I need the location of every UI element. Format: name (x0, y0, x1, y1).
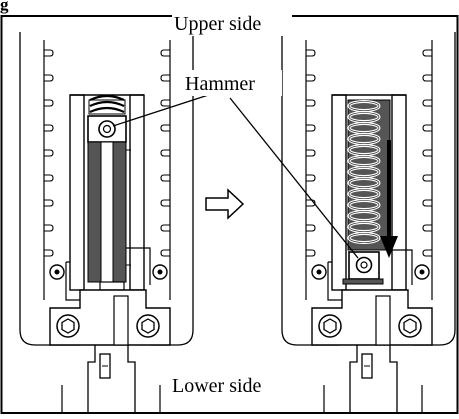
scale-tick (306, 249, 316, 257)
scale-tick (306, 99, 316, 107)
transition-arrow-icon (205, 188, 245, 220)
inner-frame-left (331, 94, 347, 291)
scale-ticks-left (306, 49, 316, 257)
bolt-left-icon (318, 314, 342, 338)
housing-outline-left (19, 32, 80, 346)
connector-bottom (61, 345, 161, 414)
scale-tick (160, 74, 170, 82)
scale-ticks-left (44, 49, 54, 257)
scale-tick (422, 249, 432, 257)
scale-tick (44, 99, 54, 107)
scale-tick (44, 124, 54, 132)
panel-hammer-lowered (281, 32, 456, 414)
hammer-block (87, 115, 127, 143)
label-hammer: Hammer (185, 73, 255, 95)
scale-tick (306, 124, 316, 132)
scale-tick (422, 149, 432, 157)
connector-bottom (323, 345, 423, 414)
housing-outline-right (150, 32, 194, 346)
scale-tick (44, 174, 54, 182)
inner-frame-right (129, 94, 145, 291)
spring-extended (347, 100, 381, 244)
scale-tick (422, 99, 432, 107)
scale-tick (160, 224, 170, 232)
scale-tick (422, 74, 432, 82)
scale-tick (160, 49, 170, 57)
housing-outline-right (412, 32, 456, 346)
bolt-left-icon (56, 314, 80, 338)
scale-tick (160, 199, 170, 207)
scale-tick (44, 224, 54, 232)
label-lower-side: Lower side (172, 375, 262, 397)
scale-tick (44, 199, 54, 207)
scale-tick (306, 149, 316, 157)
scale-tick (422, 174, 432, 182)
spring-compressed (88, 94, 126, 115)
callout-leader-right (229, 97, 359, 259)
scale-tick (160, 124, 170, 132)
motion-arrow-down-icon (380, 236, 398, 258)
scale-tick (422, 224, 432, 232)
latch (99, 281, 125, 291)
scale-tick (422, 199, 432, 207)
dark-rail-left (87, 141, 102, 283)
scale-tick (160, 174, 170, 182)
hammer-pin-icon (355, 256, 373, 274)
scale-tick (306, 224, 316, 232)
scale-tick (422, 49, 432, 57)
scale-tick (306, 49, 316, 57)
inner-frame-left (69, 94, 85, 291)
scale-tick (160, 99, 170, 107)
housing-outline-left (281, 32, 340, 346)
scale-tick (44, 249, 54, 257)
scale-ticks-right (422, 49, 432, 257)
bolt-right-icon (136, 314, 160, 338)
inner-frame-right (391, 94, 407, 291)
scale-tick (44, 74, 54, 82)
figure-title-fragment: g (0, 0, 9, 14)
scale-tick (306, 199, 316, 207)
bolt-right-icon (398, 314, 422, 338)
label-upper-side: Upper side (174, 13, 261, 35)
hammer-pin-icon (98, 120, 116, 138)
scale-tick (422, 124, 432, 132)
scale-tick (44, 149, 54, 157)
scale-tick (160, 149, 170, 157)
scale-tick (306, 74, 316, 82)
scale-tick (160, 249, 170, 257)
scale-tick (44, 49, 54, 57)
dark-rail-right (112, 141, 127, 283)
latch (342, 278, 384, 285)
scale-tick (306, 174, 316, 182)
hammer-block (348, 251, 380, 280)
panel-hammer-raised (19, 32, 194, 414)
scale-ticks-right (160, 49, 170, 257)
rail-gap (100, 141, 114, 283)
